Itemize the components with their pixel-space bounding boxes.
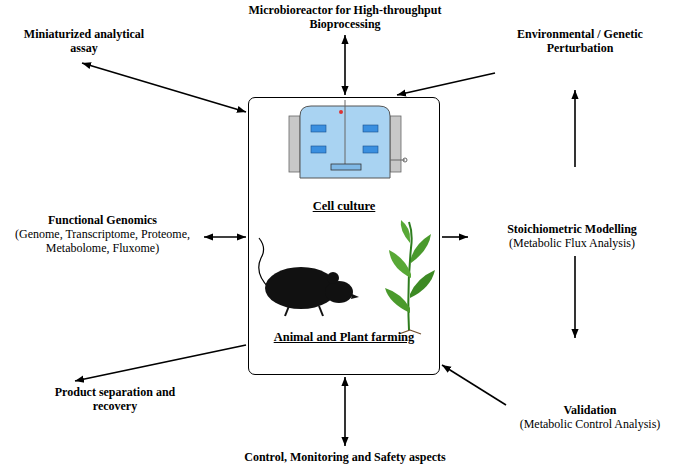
- process-label: Environmental / Genetic Perturbation: [490, 27, 670, 55]
- flow-arrow: [344, 377, 346, 446]
- process-label: Functional Genomics(Genome, Transcriptom…: [5, 213, 200, 255]
- flow-arrow: [82, 63, 246, 112]
- flow-arrow: [344, 35, 346, 95]
- process-label: Validation(Metabolic Control Analysis): [510, 403, 670, 431]
- node-title: Cell culture: [249, 199, 439, 213]
- process-label: Control, Monitoring and Safety aspects: [195, 450, 495, 464]
- flow-arrow: [574, 90, 576, 167]
- node-title: Stoichiometric Modelling: [472, 222, 672, 236]
- node-title: Validation: [510, 403, 670, 417]
- process-label: Miniaturized analytical assay: [10, 27, 158, 55]
- process-label: Product separation and recovery: [50, 385, 180, 413]
- node-title: Microbioreactor for High-throughput Biop…: [225, 3, 465, 31]
- node-subtitle: (Metabolic Control Analysis): [510, 417, 670, 431]
- node-title: Product separation and recovery: [50, 385, 180, 413]
- culture-box: Cell cultureAnimal and Plant farming: [248, 97, 440, 375]
- flow-arrow: [75, 345, 246, 381]
- node-title: Control, Monitoring and Safety aspects: [195, 450, 495, 464]
- process-label: Microbioreactor for High-throughput Biop…: [225, 3, 465, 31]
- flow-arrow: [574, 256, 576, 338]
- process-label: Stoichiometric Modelling(Metabolic Flux …: [472, 222, 672, 250]
- flow-arrow: [442, 365, 506, 405]
- node-subtitle: (Genome, Transcriptome, Proteome, Metabo…: [5, 227, 200, 255]
- flow-arrow: [397, 73, 495, 95]
- node-subtitle: (Metabolic Flux Analysis): [472, 236, 672, 250]
- node-subtitle: Animal and Plant farming: [249, 330, 439, 344]
- node-title: Environmental / Genetic Perturbation: [490, 27, 670, 55]
- flow-arrow: [442, 236, 468, 238]
- node-title: Miniaturized analytical assay: [10, 27, 158, 55]
- node-title: Functional Genomics: [5, 213, 200, 227]
- flow-arrow: [204, 236, 246, 238]
